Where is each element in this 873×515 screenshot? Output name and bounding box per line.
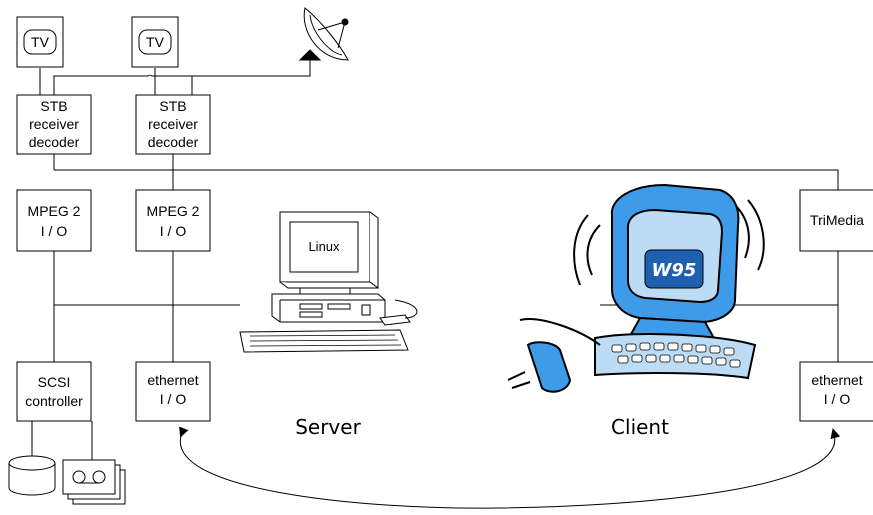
trimedia-label: TriMedia bbox=[810, 212, 864, 228]
scsi-line-2: controller bbox=[25, 393, 83, 409]
eth-client-line-1: ethernet bbox=[811, 372, 862, 388]
stb-2-line-2: receiver bbox=[148, 116, 198, 132]
mpeg2-1-line-2: I / O bbox=[41, 223, 68, 239]
mpeg2-io-2: MPEG 2 I / O bbox=[135, 189, 211, 252]
trimedia-box: TriMedia bbox=[799, 189, 873, 252]
mpeg2-2-line-2: I / O bbox=[160, 223, 187, 239]
satellite-dish-icon bbox=[298, 7, 349, 61]
scsi-line-1: SCSI bbox=[38, 374, 71, 390]
mpeg2-1-line-1: MPEG 2 bbox=[28, 203, 81, 219]
linux-screen-label: Linux bbox=[308, 239, 340, 254]
tape-cassette-icon bbox=[62, 459, 126, 505]
w95-computer-icon: W95 bbox=[507, 183, 765, 393]
eth-server-line-1: ethernet bbox=[147, 372, 198, 388]
eth-client-line-2: I / O bbox=[824, 391, 851, 407]
ethernet-io-server: ethernet I / O bbox=[135, 361, 211, 422]
tv-1: TV bbox=[16, 16, 64, 68]
stb-1: STB receiver decoder bbox=[16, 94, 92, 155]
eth-server-line-2: I / O bbox=[160, 391, 187, 407]
tv-2-label: TV bbox=[146, 34, 165, 50]
scsi-controller: SCSI controller bbox=[16, 361, 92, 422]
disk-drive-icon bbox=[8, 455, 56, 496]
stb-2-line-1: STB bbox=[159, 98, 186, 114]
mpeg2-io-1: MPEG 2 I / O bbox=[16, 189, 92, 252]
client-label: Client bbox=[611, 415, 669, 439]
tv-1-label: TV bbox=[31, 34, 50, 50]
stb-1-line-3: decoder bbox=[29, 134, 80, 150]
ethernet-io-client: ethernet I / O bbox=[799, 361, 873, 422]
linux-computer-icon: Linux bbox=[239, 211, 418, 353]
stb-1-line-1: STB bbox=[40, 98, 67, 114]
tv-2: TV bbox=[131, 16, 179, 68]
stb-1-line-2: receiver bbox=[29, 116, 79, 132]
server-label: Server bbox=[295, 415, 361, 439]
stb-2: STB receiver decoder bbox=[135, 94, 211, 155]
w95-screen-label: W95 bbox=[652, 260, 697, 281]
stb-2-line-3: decoder bbox=[148, 134, 199, 150]
mpeg2-2-line-1: MPEG 2 bbox=[147, 203, 200, 219]
